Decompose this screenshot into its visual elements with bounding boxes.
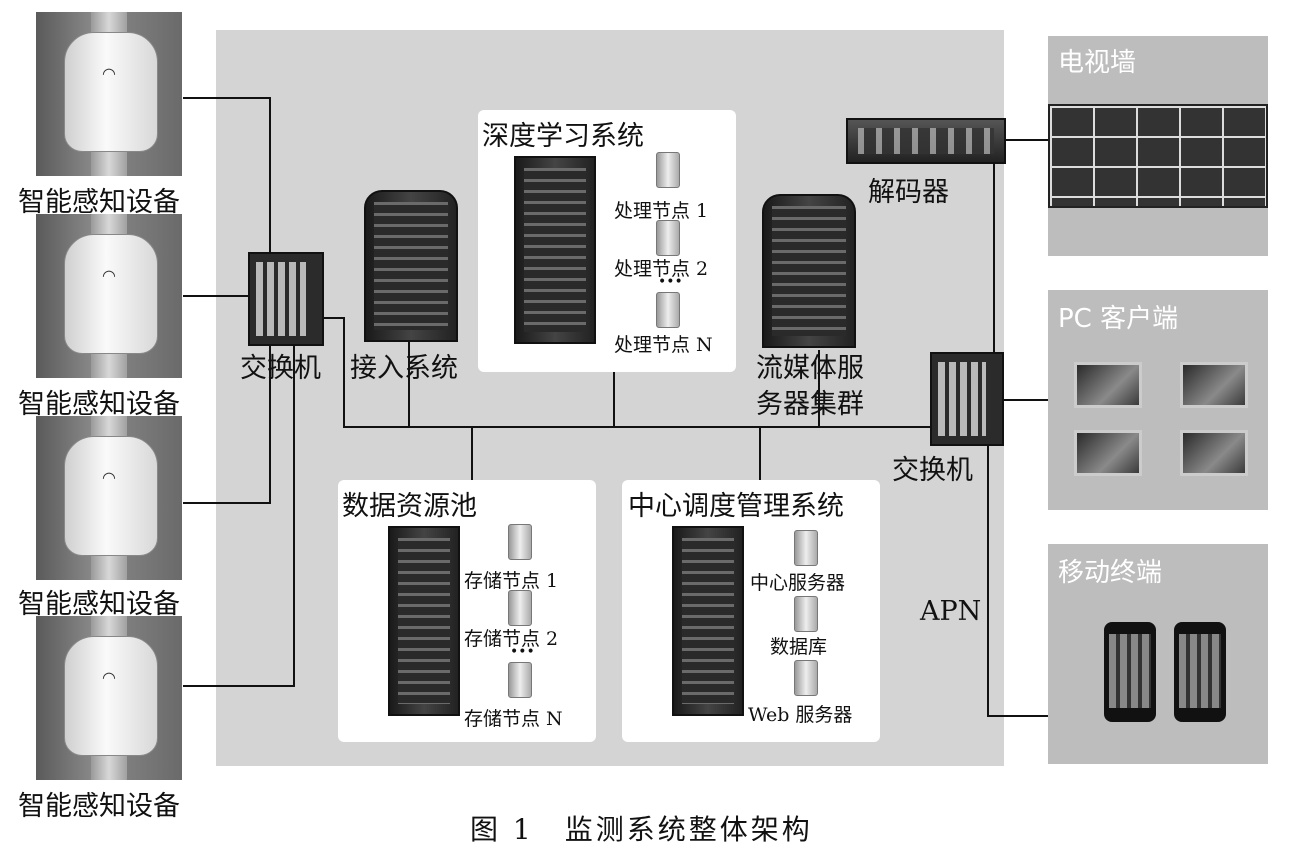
monitor-icon (1180, 430, 1248, 476)
access-system-label: 接入系统 (350, 353, 458, 384)
sensor-label-3: 智能感知设备 (18, 589, 180, 620)
monitor-icon (1074, 362, 1142, 408)
data-pool-title: 数据资源池 (342, 491, 477, 522)
center-rack-icon (672, 526, 744, 716)
right-switch-label: 交换机 (892, 455, 973, 486)
center-box (622, 480, 880, 742)
processing-node-icon (656, 220, 680, 256)
streaming-label-line2: 务器集群 (756, 389, 864, 420)
pc-client-label: PC 客户端 (1058, 304, 1179, 334)
storage-node-n: 存储节点 N (464, 708, 563, 730)
figure-caption: 图 1 监测系统整体架构 (470, 813, 813, 846)
data-pool-box (338, 480, 596, 742)
sensor-device-1: ◠ (36, 12, 182, 176)
wifi-icon: ◠ (102, 266, 116, 285)
phone-icon (1104, 622, 1156, 722)
streaming-server-icon (762, 194, 856, 348)
decoder-icon (846, 118, 1006, 164)
processing-node-icon (656, 152, 680, 188)
web-server-icon (794, 660, 818, 696)
database-icon (794, 596, 818, 632)
web-server-label: Web 服务器 (748, 704, 853, 726)
wifi-icon: ◠ (102, 468, 116, 487)
tv-wall-icon (1048, 104, 1268, 208)
sensor-label-4: 智能感知设备 (18, 791, 180, 822)
deep-learning-title: 深度学习系统 (482, 121, 644, 152)
deep-learning-rack-icon (514, 156, 596, 344)
data-pool-rack-icon (388, 526, 460, 716)
processing-ellipsis: ••• (658, 274, 683, 290)
database-label: 数据库 (770, 636, 828, 658)
tv-wall-label: 电视墙 (1058, 48, 1137, 78)
decoder-label: 解码器 (868, 177, 949, 208)
processing-node-icon (656, 292, 680, 328)
storage-node-icon (508, 662, 532, 698)
access-server-icon (364, 190, 458, 342)
processing-node-2: 处理节点 2 (614, 258, 709, 280)
sensor-device-4: ◠ (36, 616, 182, 780)
sensor-label-2: 智能感知设备 (18, 389, 180, 420)
storage-node-icon (508, 524, 532, 560)
mobile-label: 移动终端 (1058, 558, 1163, 588)
processing-node-n: 处理节点 N (614, 334, 713, 356)
left-switch-icon (248, 252, 324, 346)
phone-icon (1174, 622, 1226, 722)
streaming-label-line1: 流媒体服 (756, 353, 864, 384)
central-server-icon (794, 530, 818, 566)
left-switch-label: 交换机 (240, 353, 321, 384)
central-server-label: 中心服务器 (750, 572, 846, 594)
storage-node-1: 存储节点 1 (464, 570, 559, 592)
storage-ellipsis: ••• (510, 644, 535, 660)
sensor-device-3: ◠ (36, 416, 182, 580)
storage-node-2: 存储节点 2 (464, 628, 559, 650)
monitor-icon (1180, 362, 1248, 408)
processing-node-1: 处理节点 1 (614, 200, 709, 222)
wifi-icon: ◠ (102, 64, 116, 83)
center-title: 中心调度管理系统 (628, 491, 844, 522)
right-switch-icon (930, 352, 1004, 446)
wifi-icon: ◠ (102, 668, 116, 687)
mobile-panel (1048, 544, 1268, 764)
apn-label: APN (920, 596, 982, 627)
monitor-icon (1074, 430, 1142, 476)
sensor-device-2: ◠ (36, 214, 182, 378)
storage-node-icon (508, 590, 532, 626)
sensor-label-1: 智能感知设备 (18, 187, 180, 218)
